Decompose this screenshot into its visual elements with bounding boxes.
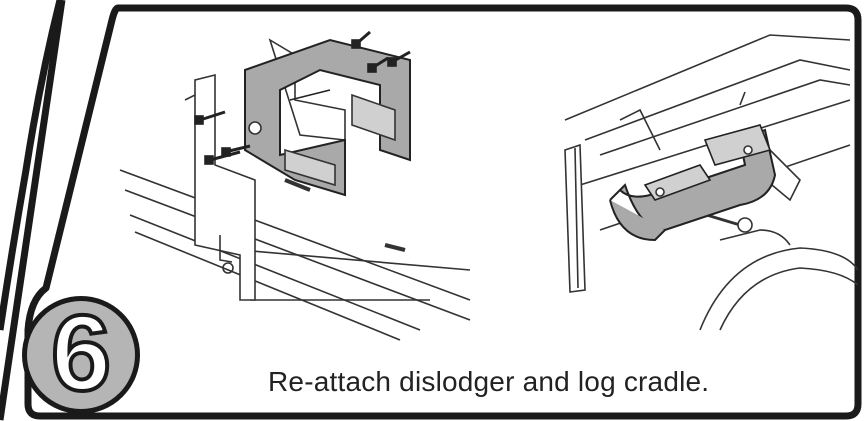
step-number: 6 <box>49 292 113 413</box>
page-edge <box>0 0 64 331</box>
dislodger-bracket-exploded-view <box>119 30 471 341</box>
step-number-badge: 6 <box>22 296 140 414</box>
log-cradle-installed-view <box>564 34 859 331</box>
step-caption: Re-attach dislodger and log cradle. <box>268 366 710 397</box>
